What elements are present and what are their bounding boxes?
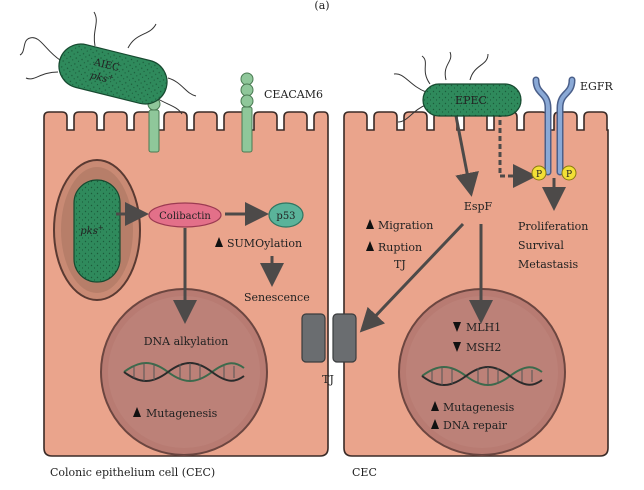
right-mutagenesis-label: Mutagenesis [443, 401, 515, 414]
left-mutagenesis-label: Mutagenesis [146, 407, 218, 420]
ruption-tj-label: TJ [394, 258, 406, 271]
aiec-pks-label: pks+ [89, 68, 115, 86]
colibactin-node [148, 202, 222, 228]
left-dna-helix-icon [123, 362, 245, 382]
right-cell: MLH1 MSH2 Mutagenesis DNA repair EspF [343, 51, 613, 479]
epec-bacterium [393, 51, 522, 123]
tj-block-right [332, 313, 357, 363]
sumoylation-up-icon [215, 237, 223, 247]
ceacam6-label: CEACAM6 [264, 88, 323, 101]
left-mutagenesis-up-icon [133, 407, 141, 417]
left-nucleus-highlight [108, 296, 260, 448]
msh2-label: MSH2 [466, 341, 501, 354]
msh2-down-icon [453, 342, 461, 352]
migration-up-icon [366, 219, 374, 229]
dna-repair-label: DNA repair [443, 419, 508, 432]
right-dna-helix-icon [421, 366, 543, 386]
p53-label: p53 [276, 211, 295, 222]
espf-label: EspF [464, 200, 493, 213]
egfr-label: EGFR [580, 80, 613, 93]
dna-alkylation-label: DNA alkylation [144, 335, 229, 348]
intracellular-bacterium-speckle [74, 180, 120, 282]
left-cell-caption: Colonic epithelium cell (CEC) [50, 466, 215, 479]
sumoylation-label: SUMOylation [227, 237, 302, 250]
p53-node [268, 202, 304, 228]
phospho-right-icon [561, 165, 577, 181]
epec-label: EPEC [455, 94, 487, 107]
migration-label: Migration [378, 219, 433, 232]
tight-junction [301, 313, 357, 363]
dna-repair-up-icon [431, 419, 439, 429]
phospho-left-label: P [536, 170, 542, 180]
phospho-left-icon [531, 165, 547, 181]
vacuole-label: pks+ [80, 224, 104, 237]
colibactin-label: Colibactin [159, 211, 211, 222]
aiec-bacterium [19, 11, 197, 115]
mlh1-label: MLH1 [466, 321, 501, 334]
panel-label: (a) [314, 0, 329, 12]
outcome-metastasis: Metastasis [518, 258, 579, 271]
senescence-label: Senescence [244, 291, 310, 304]
right-mutagenesis-up-icon [431, 401, 439, 411]
arrow-espf-to-tj [359, 222, 465, 333]
egfr-receptor [532, 76, 576, 176]
outcome-survival: Survival [518, 239, 564, 252]
right-nucleus-highlight [406, 296, 558, 448]
arrow-epec-to-egfr-dashed [498, 112, 537, 188]
phospho-right-label: P [566, 170, 572, 180]
arrow-epec-to-espf [454, 115, 479, 197]
ruption-up-icon [366, 241, 374, 251]
right-cell-caption: CEC [352, 466, 377, 479]
ruption-label: Ruption [378, 241, 422, 254]
tj-block-left [301, 313, 326, 363]
tj-label: TJ [322, 373, 334, 386]
left-cell: pks+ DNA alkylation Mutagenesis Colibact… [19, 11, 329, 479]
ceacam6-receptor-free [240, 72, 254, 153]
outcome-proliferation: Proliferation [518, 220, 588, 233]
mlh1-down-icon [453, 322, 461, 332]
